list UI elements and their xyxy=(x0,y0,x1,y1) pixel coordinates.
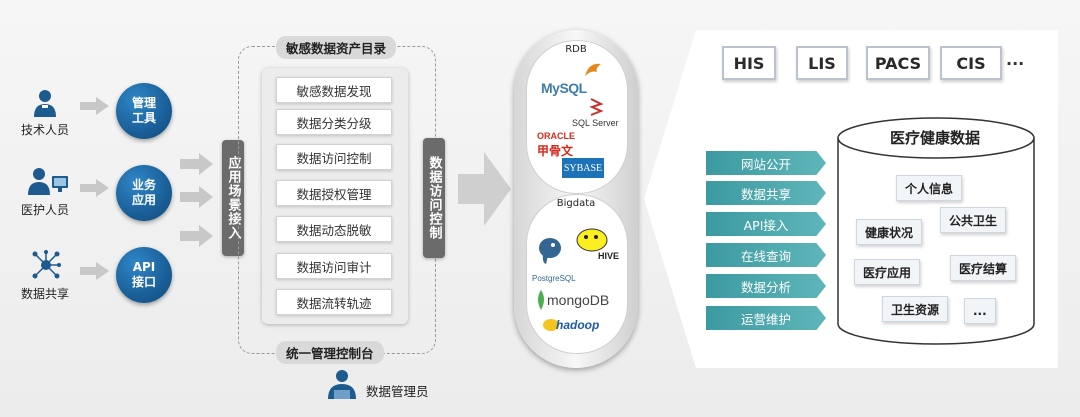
scenario-access-label: 应用场景接入 xyxy=(225,156,241,240)
arrow-right-icon xyxy=(180,186,213,208)
mongodb-leaf-icon xyxy=(538,290,544,310)
console-label: 统一管理控制台 xyxy=(276,341,384,364)
mysql-logo: MySQL xyxy=(541,80,587,96)
hive-logo: HIVE xyxy=(598,251,620,261)
oracle-cn-logo: 甲骨文 xyxy=(537,144,574,158)
sqlserver-logo: SQL Server xyxy=(572,118,619,128)
system-box: HIS xyxy=(722,46,776,80)
network-icon xyxy=(32,250,61,279)
postgresql-logo: PostgreSQL xyxy=(532,274,576,283)
health-tag: ... xyxy=(964,298,996,324)
health-tag: 医疗应用 xyxy=(854,259,921,285)
medical-staff-icon xyxy=(28,168,68,195)
admin-label: 数据管理员 xyxy=(366,384,429,399)
system-box: PACS xyxy=(866,46,930,80)
role-label: 技术人员 xyxy=(20,123,69,137)
access-control-bar: 数据访问控制 xyxy=(423,138,445,258)
health-tag: 健康状况 xyxy=(856,219,923,245)
service-item: 数据共享 xyxy=(706,181,826,205)
service-item: 网站公开 xyxy=(706,151,826,175)
catalog-item: 数据分类分级 xyxy=(276,109,392,135)
system-box: LIS xyxy=(796,46,848,80)
service-item: API接入 xyxy=(706,212,826,236)
bigdata-title: Bigdata xyxy=(556,198,596,209)
role-label: 医护人员 xyxy=(20,203,69,217)
management-tools-node: 管理工具 xyxy=(116,83,172,139)
arrow-right-icon xyxy=(80,262,109,280)
catalog-item: 敏感数据发现 xyxy=(276,77,392,103)
business-app-node: 业务应用 xyxy=(116,165,172,221)
arrow-right-icon xyxy=(80,179,109,197)
health-data-cylinder xyxy=(837,117,1035,345)
health-tag: 卫生资源 xyxy=(882,296,949,322)
postgresql-elephant-icon xyxy=(539,238,561,264)
oracle-logo: ORACLE xyxy=(537,131,575,141)
arrow-right-icon xyxy=(80,97,109,115)
system-box: CIS xyxy=(940,46,1002,80)
admin-icon xyxy=(328,370,356,399)
service-item: 在线查询 xyxy=(706,243,826,267)
service-item: 运营维护 xyxy=(706,306,826,330)
rdb-title: RDB xyxy=(565,44,587,55)
health-data-title: 医疗健康数据 xyxy=(889,129,980,147)
role-label: 数据共享 xyxy=(20,287,69,301)
health-tag: 公共卫生 xyxy=(940,207,1007,233)
dolphin-icon xyxy=(585,63,601,76)
health-tag: 个人信息 xyxy=(896,175,963,201)
catalog-item: 数据授权管理 xyxy=(276,180,392,206)
access-control-label: 数据访问控制 xyxy=(426,156,442,240)
catalog-title: 敏感数据资产目录 xyxy=(276,36,397,59)
catalog-item: 数据访问审计 xyxy=(276,253,392,279)
catalog-item: 数据流转轨迹 xyxy=(276,289,392,315)
catalog-item: 数据动态脱敏 xyxy=(276,216,392,242)
api-interface-node: API接口 xyxy=(116,247,172,303)
hive-bee-icon xyxy=(576,228,608,252)
service-item: 数据分析 xyxy=(706,274,826,298)
hadoop-logo: hadoop xyxy=(556,318,600,332)
health-tag: 医疗结算 xyxy=(950,255,1017,281)
hadoop-elephant-icon xyxy=(543,319,559,331)
sqlserver-icon xyxy=(589,98,604,116)
mongodb-logo: mongoDB xyxy=(547,292,610,308)
bigdata-panel xyxy=(526,194,628,354)
arrow-right-icon xyxy=(180,153,213,175)
catalog-item: 数据访问控制 xyxy=(276,144,392,170)
big-arrow-icon xyxy=(458,152,511,226)
systems-more: ... xyxy=(1006,50,1025,69)
sybase-logo: SYBASE xyxy=(562,158,604,178)
arrow-right-icon xyxy=(180,225,213,247)
tech-person-icon xyxy=(34,90,56,117)
